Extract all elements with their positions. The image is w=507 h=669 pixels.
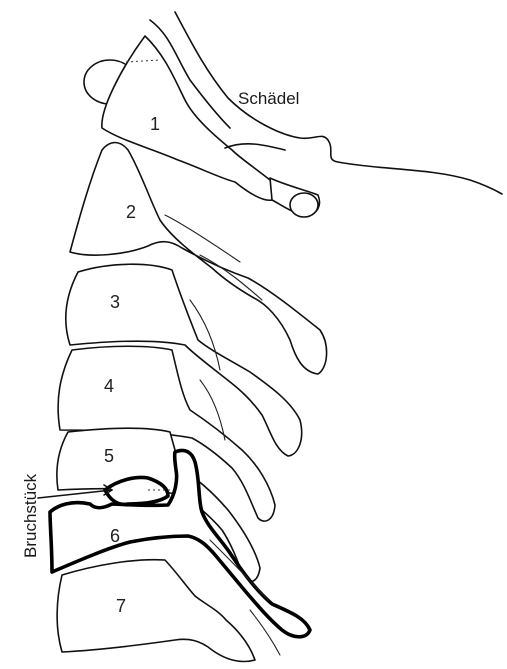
vertebra-6-number: 6: [110, 526, 120, 546]
vertebra-2-number: 2: [126, 202, 136, 222]
vertebra-1-number: 1: [150, 114, 160, 134]
vertebra-3-number: 3: [110, 292, 120, 312]
vertebra-7-number: 7: [116, 596, 126, 616]
fragment-label: Bruchstück: [21, 473, 40, 558]
skull-label: Schädel: [238, 89, 299, 108]
vertebra-4-number: 4: [104, 376, 114, 396]
vertebra-5-number: 5: [104, 446, 114, 466]
